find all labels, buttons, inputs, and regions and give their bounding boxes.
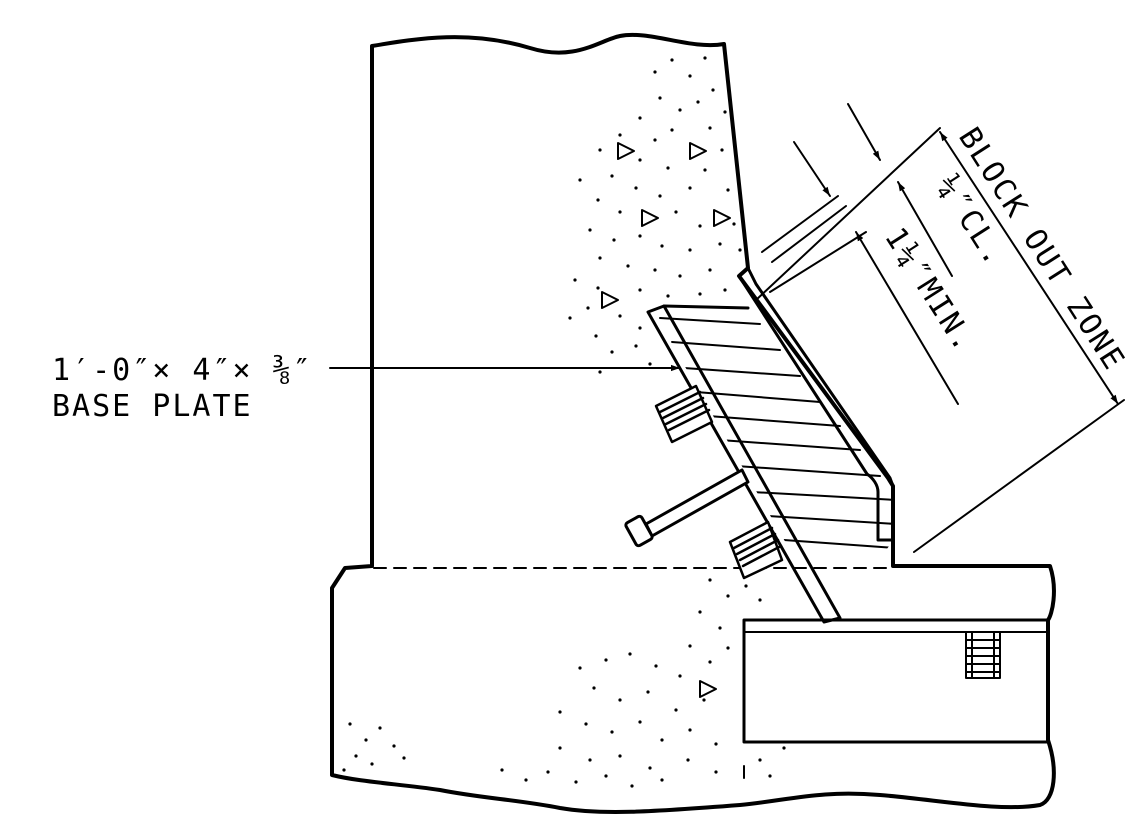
threaded-stud-lower [728,520,784,580]
aggregate-triangles [601,142,731,698]
base-plate [646,304,894,624]
base-plate-label: 1′-0″× 4″× ⅜″ BASE PLATE [52,353,313,424]
concrete-stipple [342,56,786,788]
concrete-outline [330,32,1056,814]
beam-stud [965,631,1001,679]
dimension-lines [793,103,1119,405]
anchor-bolt [624,468,750,548]
steel-angle [737,266,895,542]
threaded-stud-upper [654,384,714,444]
base-plate-name-text: BASE PLATE [52,389,253,424]
block-out-zone-lines [755,127,1125,553]
base-plate-size-text: 1′-0″× 4″× ⅜″ [52,353,313,388]
steel-beam [742,618,1050,744]
